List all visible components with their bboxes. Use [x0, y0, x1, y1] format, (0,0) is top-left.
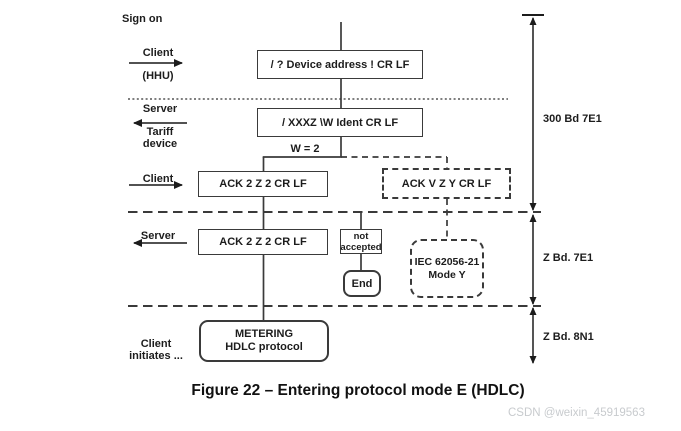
- client-label-1: Client: [142, 47, 174, 59]
- metering-line1: METERING: [234, 328, 294, 340]
- sign-on-label: Sign on: [122, 13, 163, 25]
- not-accepted-line1: not: [353, 230, 369, 242]
- baud-label-zbd7e1: Z Bd. 7E1: [543, 252, 594, 264]
- box-device-address: / ? Device address ! CR LF: [257, 50, 423, 79]
- box-end: End: [343, 270, 381, 297]
- box-ack-client: ACK 2 Z 2 CR LF: [198, 171, 328, 197]
- device-label: device: [142, 138, 178, 150]
- iec-line2: Mode Y: [428, 268, 466, 281]
- w2-label: W = 2: [290, 143, 320, 155]
- box-ack-alternative: ACK V Z Y CR LF: [382, 168, 511, 199]
- baud-label-300bd: 300 Bd 7E1: [543, 113, 602, 125]
- hhu-label: (HHU): [142, 70, 174, 82]
- csdn-watermark: CSDN @weixin_45919563: [508, 407, 645, 419]
- baud-label-zbd8n1: Z Bd. 8N1: [543, 331, 594, 343]
- metering-line2: HDLC protocol: [225, 341, 303, 353]
- tariff-label: Tariff: [146, 126, 174, 138]
- box-ident: / XXXZ \W Ident CR LF: [257, 108, 423, 137]
- client-initiates-line2: initiates ...: [129, 350, 183, 362]
- box-metering-hdlc: METERING HDLC protocol: [199, 320, 329, 362]
- box-iec-mode-y: IEC 62056-21 Mode Y: [410, 239, 484, 298]
- box-ack-server: ACK 2 Z 2 CR LF: [198, 229, 328, 255]
- client-label-2: Client: [142, 173, 174, 185]
- iec-line1: IEC 62056-21: [414, 255, 480, 268]
- not-accepted-line2: accepted: [340, 241, 382, 253]
- client-initiates-label: Client initiates ...: [116, 338, 196, 362]
- server-label-1: Server: [142, 103, 178, 115]
- box-not-accepted: not accepted: [340, 229, 382, 254]
- client-initiates-line1: Client: [140, 338, 172, 350]
- figure-caption: Figure 22 – Entering protocol mode E (HD…: [191, 382, 525, 399]
- server-label-2: Server: [140, 230, 176, 242]
